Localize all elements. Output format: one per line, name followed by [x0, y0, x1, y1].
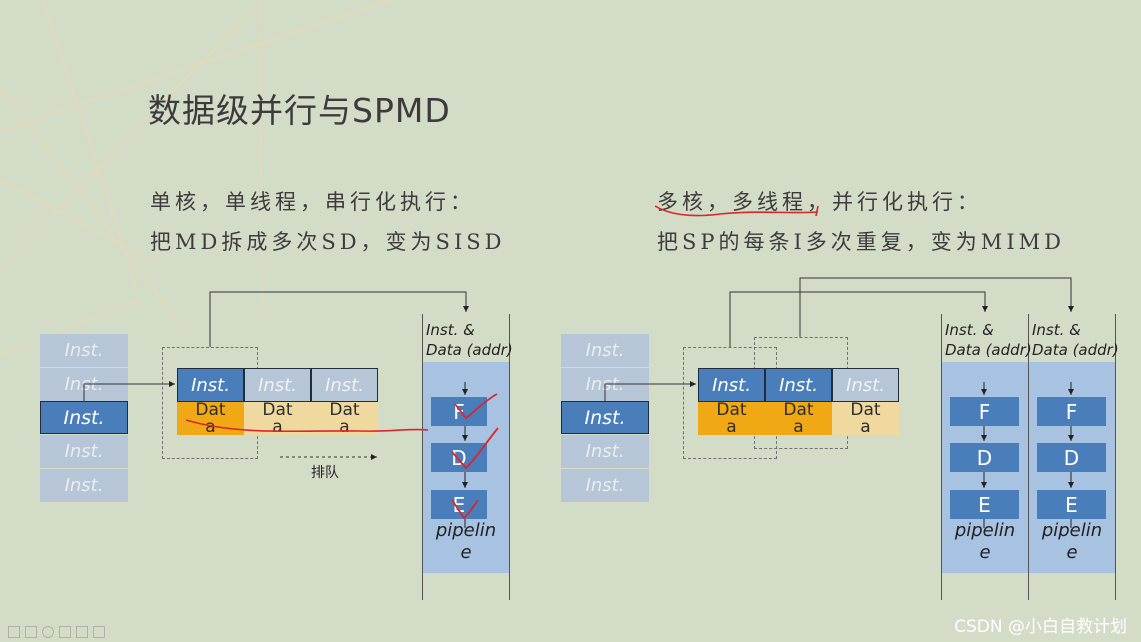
stage-fetch: F: [431, 397, 487, 426]
queued-instruction: Inst.: [561, 469, 649, 502]
queued-instruction: Inst.: [561, 435, 649, 468]
watermark: CSDN @小白自救计划: [954, 617, 1127, 637]
inst-cell: Inst.: [177, 368, 244, 402]
right-description-line1: 多核，多线程，并行化执行：: [657, 190, 982, 214]
pipeline-title: Inst. & Data (addr): [945, 321, 1032, 359]
pointer-icon[interactable]: [76, 626, 88, 638]
pipeline-title: Inst. & Data (addr): [426, 321, 513, 359]
inst-cell-faded: Inst.: [311, 368, 378, 402]
pipeline-title: Inst. & Data (addr): [1032, 321, 1119, 359]
inst-cell-faded: Inst.: [244, 368, 311, 402]
pipeline-border: [941, 314, 942, 600]
pen-icon[interactable]: [8, 626, 20, 638]
queued-instruction: Inst.: [40, 435, 128, 468]
inst-cell: Inst.: [698, 368, 765, 402]
stage-fetch: F: [950, 397, 1019, 426]
stage-decode: D: [1037, 443, 1106, 472]
stage-decode: D: [431, 443, 487, 472]
queued-instruction: Inst.: [40, 368, 128, 401]
slide-title: 数据级并行与SPMD: [148, 91, 451, 130]
stage-execute: E: [431, 490, 487, 519]
stage-fetch: F: [1037, 397, 1106, 426]
current-instruction: Inst.: [40, 401, 128, 434]
right-description-line2: 把SP的每条I多次重复，变为MIMD: [657, 230, 1065, 254]
queued-instruction: Inst.: [40, 469, 128, 502]
pipeline-border: [1115, 314, 1116, 600]
stage-decode: D: [950, 443, 1019, 472]
pipeline-label: pipelin e: [435, 520, 497, 563]
pipeline-label: pipelin e: [954, 520, 1016, 563]
queued-instruction: Inst.: [561, 368, 649, 401]
queue-label: 排队: [311, 465, 339, 481]
inst-cell: Inst.: [765, 368, 832, 402]
pipeline-border: [1028, 314, 1029, 600]
eraser-icon[interactable]: [59, 626, 71, 638]
rect-icon[interactable]: [25, 626, 37, 638]
left-description-line1: 单核，单线程，串行化执行：: [150, 190, 475, 214]
circle-icon[interactable]: [42, 626, 54, 638]
queued-instruction: Inst.: [561, 334, 649, 367]
inst-cell-faded: Inst.: [832, 368, 899, 402]
pipeline-border: [509, 314, 510, 600]
stage-execute: E: [1037, 490, 1106, 519]
presentation-toolbar: [8, 626, 105, 638]
stage-execute: E: [950, 490, 1019, 519]
queued-instruction: Inst.: [40, 334, 128, 367]
pipeline-border: [422, 314, 423, 600]
pipeline-label: pipelin e: [1041, 520, 1103, 563]
current-instruction: Inst.: [561, 401, 649, 434]
left-description-line2: 把MD拆成多次SD，变为SISD: [150, 230, 506, 254]
camera-icon[interactable]: [93, 626, 105, 638]
